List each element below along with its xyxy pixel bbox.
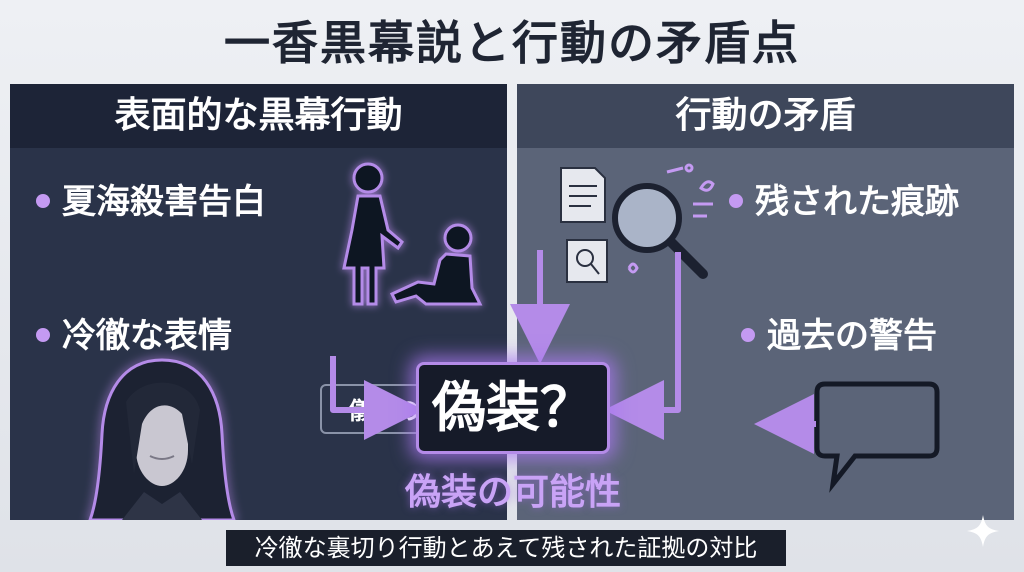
evidence-icons	[560, 163, 715, 283]
bullet-dot-icon	[729, 193, 743, 208]
bullet-item: 過去の警告	[741, 314, 937, 358]
left-panel-header: 表面的な黒幕行動	[10, 84, 507, 148]
magnifier-icon	[612, 183, 708, 279]
bullet-dot-icon	[36, 193, 50, 208]
arrow-from-evidence-side	[604, 252, 681, 440]
standing-figure-icon	[342, 162, 404, 306]
arrow-from-tag	[330, 356, 424, 440]
disguise-possibility-label: 偽装の可能性	[404, 472, 621, 513]
subtitle-caption: 冷徹な裏切り行動とあえて残された証拠の対比	[226, 530, 786, 566]
photo-card-icon	[566, 239, 608, 283]
right-panel-header: 行動の矛盾	[517, 84, 1014, 148]
confession-figures-icon	[342, 162, 483, 306]
fallen-figure-icon	[389, 223, 483, 306]
disguise-box: 偽装？	[416, 362, 610, 454]
sparkle-icon	[967, 515, 999, 547]
bullet-dot-icon	[36, 327, 50, 342]
bullet-item: 残された痕跡	[729, 180, 959, 224]
bullet-dot-icon	[741, 327, 755, 342]
page-title: 一香黒幕説と行動の矛盾点	[224, 16, 800, 70]
bullet-item: 冷徹な表情	[36, 314, 232, 358]
speech-bubble-icon	[814, 381, 940, 493]
bullet-item: 夏海殺害告白	[36, 180, 266, 224]
left-panel: 表面的な黒幕行動 夏海殺害告白 冷徹な表情	[10, 84, 507, 520]
woman-portrait	[88, 358, 236, 520]
trace-marks-icon	[627, 163, 715, 274]
document-icon	[560, 167, 606, 223]
